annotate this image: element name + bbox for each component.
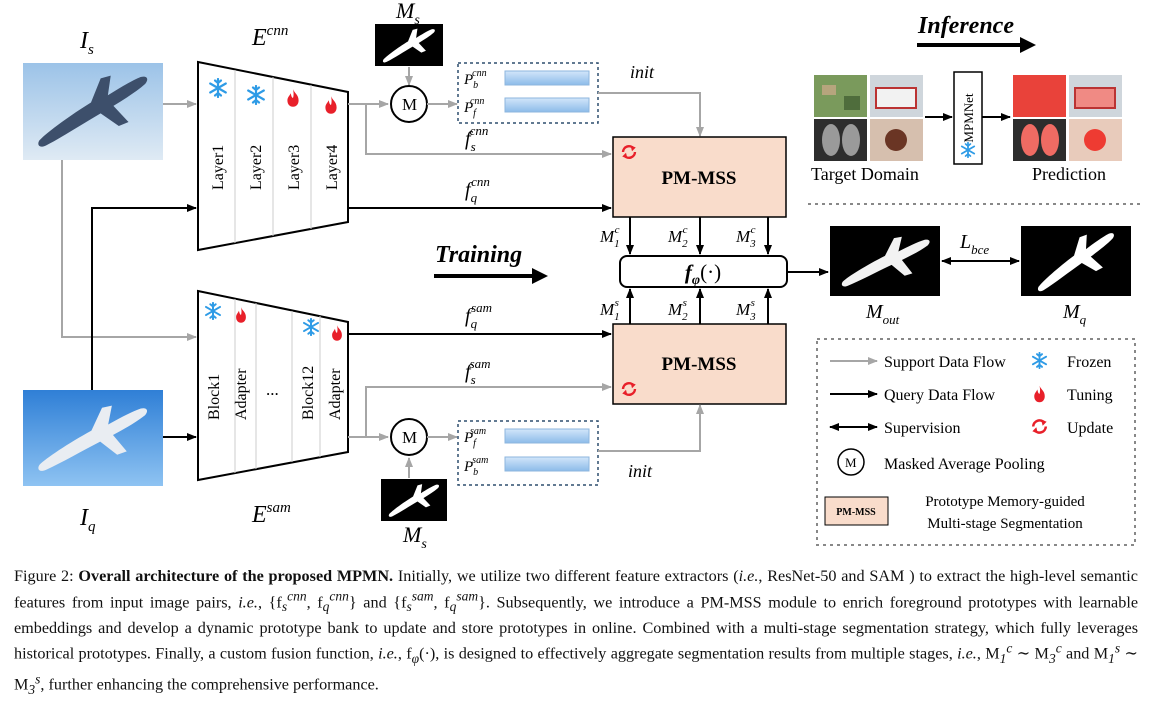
svg-text:Masked Average Pooling: Masked Average Pooling [884,456,1045,473]
target-domain-images [814,75,923,161]
label-M3c: M3c [735,224,756,250]
label-fq-sam: fqsam [465,300,492,331]
svg-text:Tuning: Tuning [1067,387,1113,404]
block-label: ... [266,380,279,399]
prototype-bank-sam: Pfsam Pbsam [457,420,599,486]
support-mask-bottom [381,479,447,521]
prototype-bank-cnn: Pbcnn Pfcnn [457,62,599,124]
fusion-function: fφ(·) [619,255,788,288]
svg-text:Pbsam: Pbsam [463,455,488,478]
label-M3s: M3s [735,297,756,323]
support-mask-top [375,24,443,66]
label-M2c: M2c [667,224,688,250]
svg-text:Prototype Memory-guided: Prototype Memory-guided [925,494,1085,510]
svg-text:Pfsam: Pfsam [463,426,486,449]
sam-encoder: Block1 Adapter ... Block12 Adapter [197,289,349,482]
block-label: Block12 [300,366,317,420]
svg-text:PM-MSS: PM-MSS [662,354,737,375]
caption-title: Overall architecture of the proposed MPM… [78,567,394,585]
figure-caption: Figure 2: Overall architecture of the pr… [14,567,1138,697]
predicted-mask-out [830,226,940,296]
svg-text:fφ(·): fφ(·) [685,260,721,288]
svg-text:PM-MSS: PM-MSS [836,507,876,518]
label-fs-sam: fssam [465,356,491,387]
label-Mout: Mout [865,301,900,327]
svg-text:M: M [402,428,417,447]
svg-text:M: M [845,455,857,470]
query-image [23,390,163,486]
svg-text:Supervision: Supervision [884,420,960,437]
svg-text:Pfcnn: Pfcnn [463,96,484,119]
label-Ecnn: Ecnn [251,23,288,51]
label-Iq: Iq [79,505,96,535]
label-Lbce: Lbce [959,231,989,257]
legend: Support Data Flow Frozen Query Data Flow… [816,338,1136,546]
svg-text:Pbcnn: Pbcnn [463,68,487,91]
support-image [23,63,163,160]
label-inference: Inference [917,13,1014,39]
label-target-domain: Target Domain [811,164,919,184]
cnn-encoder: Layer1 Layer2 Layer3 Layer4 [197,60,349,252]
pmmss-bottom: PM-MSS [612,323,787,405]
svg-text:Frozen: Frozen [1067,354,1111,371]
svg-text:Multi-stage Segmentation: Multi-stage Segmentation [927,516,1083,532]
layer-label: Layer4 [324,145,341,190]
label-Mq: Mq [1062,301,1087,327]
caption-label: Figure 2: [14,567,74,585]
label-Is: Is [79,28,94,58]
label-Esam: Esam [251,500,291,528]
label-fq-cnn: fqcnn [465,174,490,205]
pmmss-top: PM-MSS [612,136,787,218]
label-training: Training [435,242,522,268]
svg-text:Support Data Flow: Support Data Flow [884,354,1006,371]
label-Ms-top: Ms [395,0,420,28]
label-fs-cnn: fscnn [465,123,488,154]
ground-truth-mask [1021,225,1131,296]
layer-label: Layer2 [248,145,265,190]
layer-label: Layer3 [286,145,303,190]
label-M2s: M2s [667,297,688,323]
label-init-bottom: init [628,461,653,481]
prediction-images [1013,75,1122,161]
block-label: Block1 [206,374,223,420]
layer-label: Layer1 [210,145,227,190]
svg-text:Update: Update [1067,420,1113,437]
label-init-top: init [630,62,655,82]
block-label: Adapter [327,368,344,420]
label-Ms-bottom: Ms [402,522,427,552]
svg-text:Query Data Flow: Query Data Flow [884,387,996,404]
mpmnet-box: MPMNet [953,71,983,165]
label-M1c: M1c [599,224,620,250]
architecture-diagram: Is Ecnn Layer1 Layer2 Layer3 Layer4 Ms M [23,0,1140,552]
label-prediction: Prediction [1032,164,1106,184]
svg-text:PM-MSS: PM-MSS [662,168,737,189]
block-label: Adapter [233,368,250,420]
label-M1s: M1s [599,297,620,323]
svg-text:M: M [402,95,417,114]
svg-text:MPMNet: MPMNet [961,93,976,143]
